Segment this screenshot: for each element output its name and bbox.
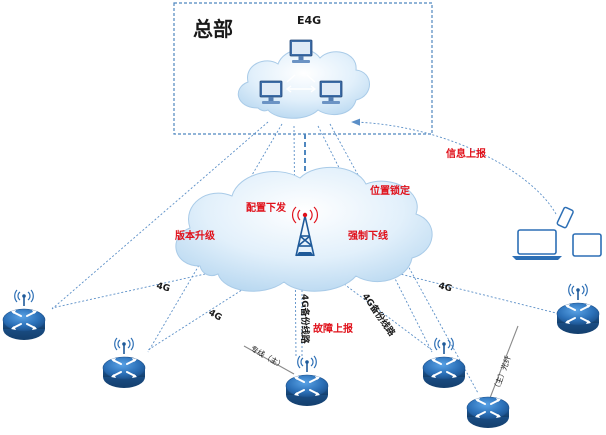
label-forced-offline: 强制下线: [348, 229, 388, 242]
e4g-label: E4G: [297, 14, 321, 27]
router-branch-1: [2, 289, 46, 341]
4g-network-cloud: [175, 166, 433, 292]
label-fiber-main: （主）光纤: [490, 354, 512, 393]
label-4g-mid: 4G: [207, 308, 224, 323]
label-backup-line-b: 4G备份线路: [360, 291, 399, 339]
smartphone-icon: [556, 206, 574, 229]
private-line-cables: [243, 325, 519, 399]
label-info-report: 信息上报: [446, 147, 486, 160]
router-branch-5: [466, 396, 510, 429]
label-backup-line-a: 4G备份线路: [299, 294, 311, 345]
router-branch-3: [285, 355, 329, 407]
4g-tower-icon: [292, 206, 318, 257]
label-fault-report: 故障上报: [313, 322, 353, 335]
label-config-deliver: 配置下发: [246, 201, 287, 214]
laptop-icon: [512, 229, 562, 260]
headquarters-title: 总部: [193, 17, 233, 41]
label-private-line-main: 专线（主）: [249, 343, 286, 370]
headquarters-box: [173, 2, 433, 135]
label-4g-left: 4G: [155, 281, 171, 294]
label-4g-right: 4G: [437, 281, 453, 294]
label-location-lock: 位置锁定: [370, 184, 410, 197]
router-branch-6: [556, 283, 600, 335]
router-branch-2: [102, 337, 146, 389]
hq-link-arrows-icon: [285, 74, 317, 93]
headquarters-cloud: [237, 49, 370, 119]
router-branch-4: [422, 337, 466, 389]
tablet-icon: [572, 233, 602, 257]
label-version-upgrade: 版本升级: [175, 229, 216, 242]
